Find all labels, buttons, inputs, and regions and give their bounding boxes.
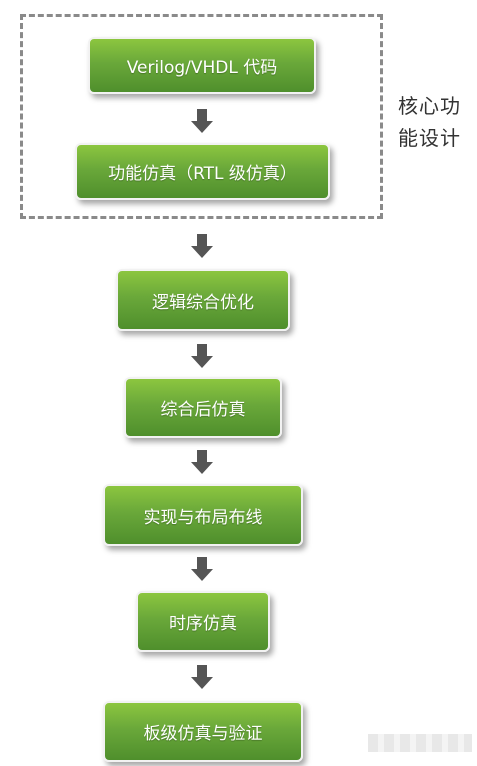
arrow-down-icon xyxy=(191,450,213,474)
arrow-down-icon xyxy=(191,665,213,689)
step-board-simulation-verification: 板级仿真与验证 xyxy=(103,701,303,762)
arrow-down-icon xyxy=(191,557,213,581)
step-logic-synthesis: 逻辑综合优化 xyxy=(116,269,290,331)
step-post-synthesis-simulation: 综合后仿真 xyxy=(124,377,282,438)
step-implementation-place-route: 实现与布局布线 xyxy=(103,484,303,546)
step-verilog-vhdl-code: Verilog/VHDL 代码 xyxy=(88,37,316,94)
arrow-down-icon xyxy=(191,109,213,133)
core-design-group-label: 核心功能设计 xyxy=(398,94,461,150)
core-design-group-box xyxy=(20,14,383,219)
arrow-down-icon xyxy=(191,234,213,258)
step-timing-simulation: 时序仿真 xyxy=(136,591,270,652)
step-functional-simulation: 功能仿真（RTL 级仿真） xyxy=(75,143,330,200)
arrow-down-icon xyxy=(191,344,213,368)
blurred-watermark xyxy=(368,734,472,752)
